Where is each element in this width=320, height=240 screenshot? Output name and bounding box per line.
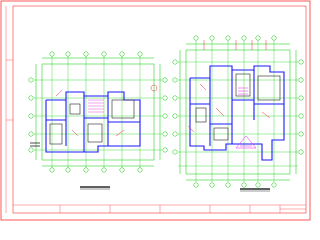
binding-margin (5, 6, 13, 213)
right-walls-dark (195, 73, 281, 141)
right-dimension-lines (179, 43, 297, 181)
left-walls (45, 91, 141, 153)
right-grid-bubbles (172, 35, 304, 188)
right-annotations (187, 83, 271, 133)
sheet-inner-border (12, 5, 307, 214)
left-plan-title-underline (80, 186, 110, 190)
sheet-outer-border (0, 0, 311, 221)
left-grid-bubbles (28, 51, 168, 173)
left-stair (88, 99, 104, 113)
left-floor-plan (28, 51, 168, 190)
right-plan-title-underline (240, 188, 270, 192)
right-walls (189, 65, 285, 161)
right-annotations-top (203, 40, 267, 50)
title-block (13, 204, 306, 213)
right-floor-plan (172, 35, 304, 192)
left-annotations (55, 84, 158, 137)
left-scale-marks (30, 142, 40, 147)
cad-drawing-sheet (0, 0, 311, 221)
left-walls-dark (49, 99, 135, 145)
right-hatch (235, 87, 257, 149)
